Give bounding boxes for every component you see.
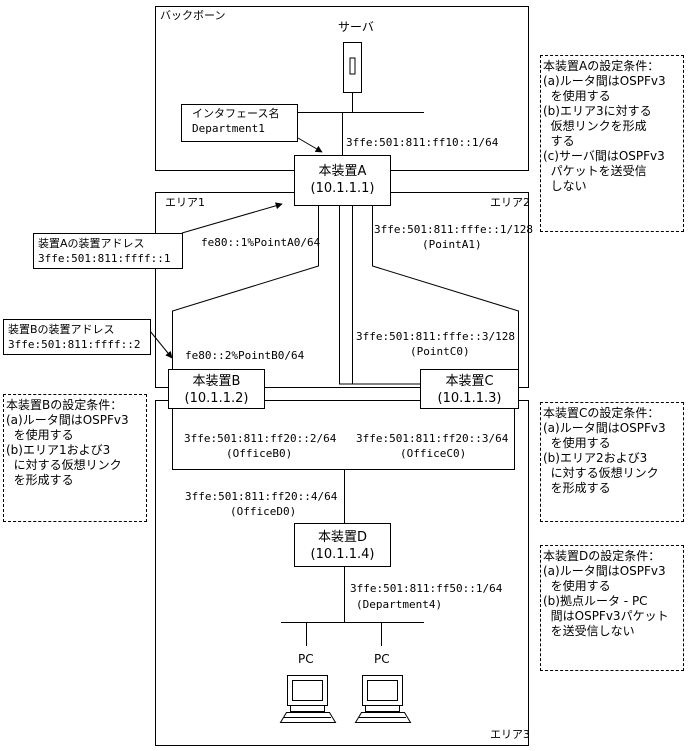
- note-line: (a)ルータ間はOSPFv3: [543, 421, 666, 435]
- office-b0-address: 3ffe:501:811:ff20::2/64: [184, 432, 337, 445]
- point-c0-name: (PointC0): [410, 345, 470, 358]
- note-line: する: [543, 134, 575, 148]
- dept4-name: (Department4): [356, 598, 443, 611]
- point-b0-label: fe80::2%PointB0/64: [185, 349, 305, 362]
- device-address-b-value: 3ffe:501:811:ffff::2: [8, 338, 141, 351]
- pc-icon: [279, 675, 337, 723]
- backbone-area-label: バックボーン: [160, 9, 226, 22]
- device-address-a-label: 装置Aの装置アドレス 3ffe:501:811:ffff::1: [33, 233, 183, 269]
- device-a-name: 本装置A: [318, 164, 367, 179]
- office-c0-name: (OfficeC0): [400, 447, 467, 460]
- interface-name-value: Department1: [192, 122, 265, 135]
- device-c-name: 本装置C: [445, 374, 494, 389]
- note-line: 本装置Dの設定条件：: [543, 549, 661, 563]
- point-a0-label: fe80::1%PointA0/64: [201, 236, 321, 249]
- note-line: を送受信しない: [543, 624, 635, 638]
- note-line: を形成する: [6, 473, 74, 487]
- server-address: 3ffe:501:811:ff10::1/64: [346, 136, 499, 149]
- device-address-b-label: 装置Bの装置アドレス 3ffe:501:811:ffff::2: [3, 319, 151, 355]
- note-line: を形成する: [543, 481, 611, 495]
- note-line: しない: [543, 179, 587, 193]
- note-line: (b)エリア1および3: [6, 443, 111, 457]
- area1-label: エリア1: [165, 196, 205, 209]
- interface-name-title: インタフェース名: [192, 107, 280, 120]
- pc-label: PC: [298, 652, 314, 666]
- pc-icon: [354, 675, 412, 723]
- device-b: 本装置B (10.1.1.2): [168, 369, 265, 409]
- device-b-id: (10.1.1.2): [184, 391, 249, 406]
- office-d0-name: (OfficeD0): [230, 505, 297, 518]
- note-line: に対する仮想リンク: [6, 458, 122, 472]
- note-device-b: 本装置Bの設定条件： (a)ルータ間はOSPFv3 を使用する (b)エリア1お…: [3, 394, 147, 522]
- office-d0-address: 3ffe:501:811:ff20::4/64: [185, 490, 338, 503]
- device-a-id: (10.1.1.1): [310, 181, 375, 196]
- note-line: 本装置Cの設定条件：: [543, 406, 660, 420]
- note-line: (a)ルータ間はOSPFv3: [543, 74, 666, 88]
- dept4-address: 3ffe:501:811:ff50::1/64: [350, 582, 503, 595]
- note-line: を使用する: [543, 579, 611, 593]
- server-label: サーバ: [338, 20, 374, 34]
- interface-name-label: インタフェース名 Department1: [181, 104, 298, 142]
- device-c: 本装置C (10.1.1.3): [420, 369, 519, 409]
- point-a1-address: 3ffe:501:811:fffe::1/128: [374, 223, 533, 236]
- note-line: (a)ルータ間はOSPFv3: [543, 564, 666, 578]
- pc-label: PC: [374, 652, 390, 666]
- device-address-b-title: 装置Bの装置アドレス: [8, 323, 115, 336]
- point-c0-address: 3ffe:501:811:fffe::3/128: [356, 330, 515, 343]
- office-c0-address: 3ffe:501:811:ff20::3/64: [356, 432, 509, 445]
- note-line: を使用する: [543, 89, 611, 103]
- note-line: (b)拠点ルータ - PC: [543, 594, 648, 608]
- note-device-d: 本装置Dの設定条件： (a)ルータ間はOSPFv3 を使用する (b)拠点ルータ…: [540, 545, 684, 671]
- device-b-name: 本装置B: [192, 374, 241, 389]
- note-device-c: 本装置Cの設定条件： (a)ルータ間はOSPFv3 を使用する (b)エリア2お…: [540, 402, 684, 522]
- note-device-a: 本装置Aの設定条件： (a)ルータ間はOSPFv3 を使用する (b)エリア3に…: [540, 55, 684, 232]
- note-line: (b)エリア3に対する: [543, 104, 652, 118]
- note-line: (c)サーバ間はOSPFv3: [543, 149, 665, 163]
- note-line: を使用する: [6, 428, 74, 442]
- note-line: 仮想リンクを形成: [543, 119, 647, 133]
- note-line: に対する仮想リンク: [543, 466, 659, 480]
- note-line: 本装置Aの設定条件：: [543, 59, 660, 73]
- point-a1-name: (PointA1): [422, 238, 482, 251]
- device-d-id: (10.1.1.4): [310, 547, 375, 562]
- device-a: 本装置A (10.1.1.1): [294, 155, 391, 206]
- device-address-a-value: 3ffe:501:811:ffff::1: [38, 252, 171, 265]
- note-line: (b)エリア2および3: [543, 451, 648, 465]
- device-address-a-title: 装置Aの装置アドレス: [38, 237, 145, 250]
- device-d-name: 本装置D: [317, 530, 367, 545]
- device-c-id: (10.1.1.3): [437, 391, 502, 406]
- note-line: 間はOSPFv3パケット: [543, 609, 669, 623]
- office-b0-name: (OfficeB0): [226, 447, 293, 460]
- area3-label: エリア3: [490, 728, 530, 741]
- note-line: パケットを送受信: [543, 164, 647, 178]
- note-line: 本装置Bの設定条件：: [6, 398, 123, 412]
- device-d: 本装置D (10.1.1.4): [294, 523, 391, 567]
- note-line: を使用する: [543, 436, 611, 450]
- note-line: (a)ルータ間はOSPFv3: [6, 413, 129, 427]
- area2-label: エリア2: [490, 196, 530, 209]
- area3-area-frame: [155, 400, 529, 746]
